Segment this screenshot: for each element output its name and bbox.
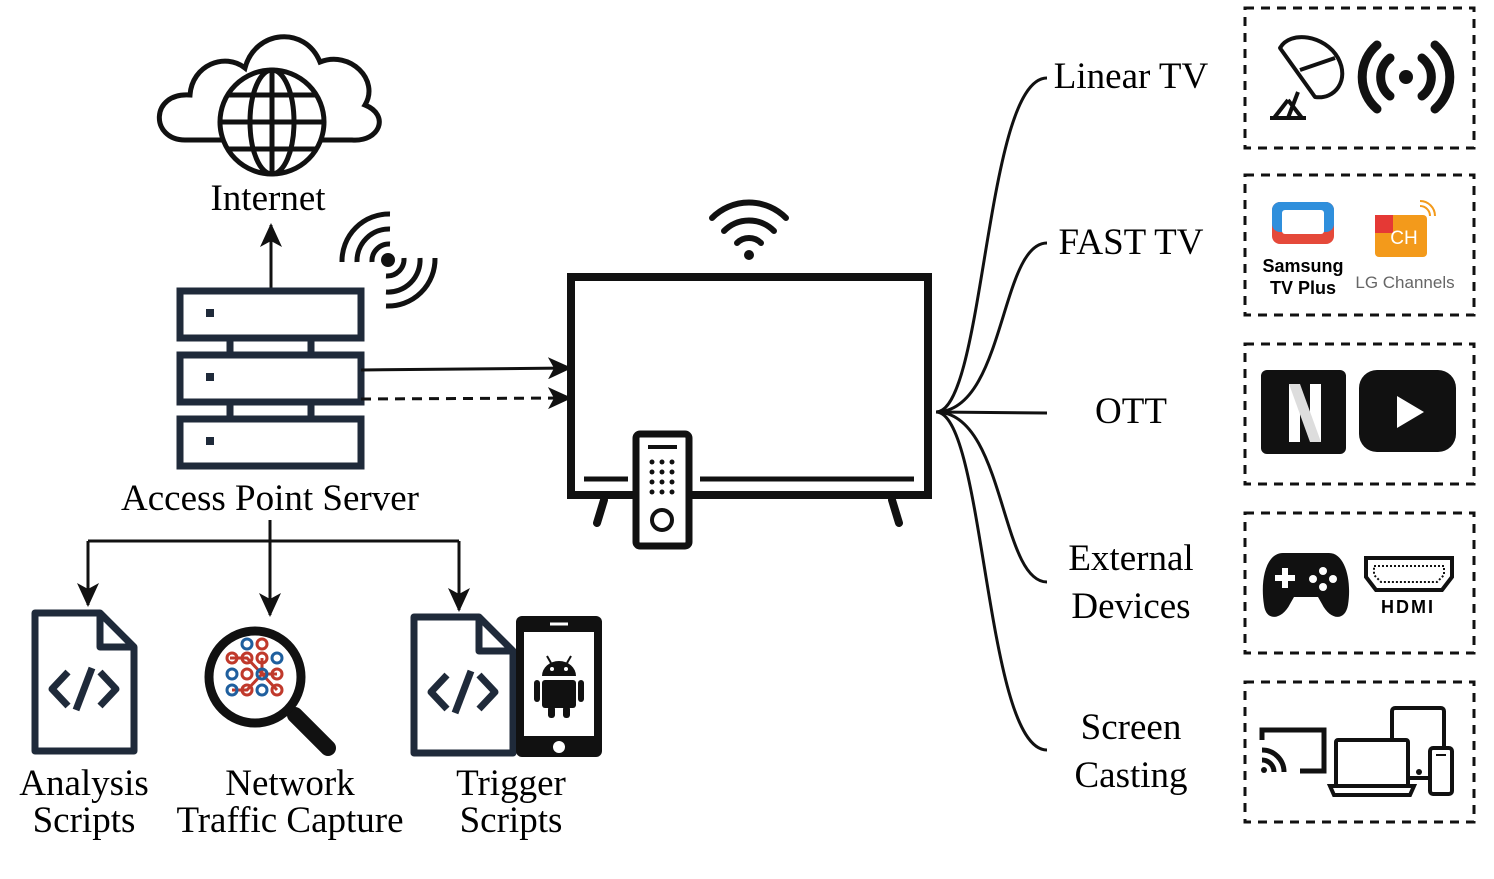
gamepad-icon [1262,553,1350,617]
android-icon [534,655,584,718]
lg-channels-icon [1375,200,1436,257]
code-file-icon [31,609,138,755]
devices-icon [1326,706,1454,797]
external-label-line1: External [1068,538,1193,579]
screen-casting-label-line2: Casting [1074,755,1187,796]
tools-branch [77,520,470,617]
analysis-label-line1: Analysis [19,763,149,804]
netflix-icon [1261,370,1346,454]
external-label-line2: Devices [1071,586,1190,627]
satellite-dish-icon [1270,35,1345,120]
internet-label: Internet [210,178,326,219]
youtube-play-icon [1359,370,1456,452]
globe-icon [217,67,327,177]
linear-tv-label: Linear TV [1054,56,1209,97]
screen-casting-label-line1: Screen [1081,707,1182,748]
access-point-label: Access Point Server [121,478,419,519]
trigger-label-line2: Scripts [460,800,563,841]
analysis-label-line2: Scripts [33,800,136,841]
ott-label: OTT [1095,391,1167,432]
cloud-icon [156,34,382,143]
trigger-code-file-icon [410,613,517,757]
remote-control-icon [632,430,693,550]
tv-icon [567,273,932,527]
server-icon [176,287,365,470]
category-fanout-lines [935,76,1048,752]
samsung-label-line1: Samsung [1262,256,1343,276]
network-label-line2: Traffic Capture [176,800,403,841]
fast-tv-label: FAST TV [1059,222,1204,263]
android-phone-icon [516,616,602,757]
lg-badge-text: CH [1390,228,1417,249]
icon-boxes [1243,6,1476,824]
network-label-line1: Network [225,763,355,804]
hdmi-label: HDMI [1381,597,1435,617]
broadcast-antenna-icon [1357,40,1455,114]
trigger-label-line1: Trigger [456,763,566,804]
samsung-tv-plus-icon [1272,202,1334,244]
cast-icon [1259,727,1327,774]
network-nodes-icon [225,637,284,697]
lg-label: LG Channels [1355,273,1454,292]
wifi-icon [709,199,789,260]
hdmi-icon [1364,556,1454,592]
samsung-label-line2: TV Plus [1270,278,1336,298]
server-to-tv-dashed-arrow [360,387,572,410]
server-to-tv-arrow [360,357,572,380]
broadcast-signal-icon [339,211,438,309]
